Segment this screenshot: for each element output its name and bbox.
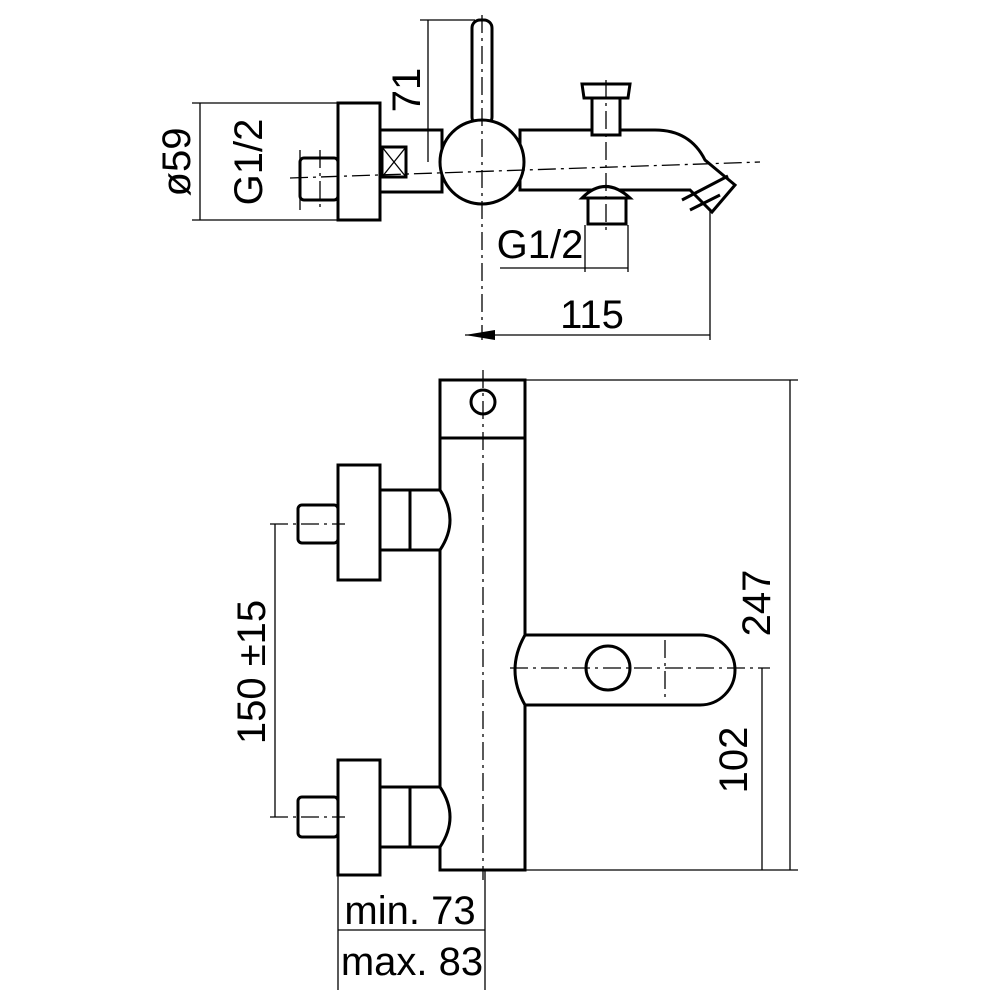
front-view: 247 102 150 ±15 min. 73 max. 83 <box>230 370 798 990</box>
upper-nut <box>378 488 412 552</box>
dim-flange-diameter: ø59 <box>155 128 199 197</box>
outlet <box>586 196 628 226</box>
dim-71: 71 <box>385 68 429 113</box>
dim-max-83: max. 83 <box>341 940 483 984</box>
connector-body <box>378 128 444 194</box>
spout <box>518 128 738 215</box>
dim-247: 247 <box>735 570 779 637</box>
dim-outlet-thread: G1/2 <box>497 223 584 267</box>
lever-handle <box>513 633 737 707</box>
lower-nut <box>378 785 412 849</box>
top-view: 71 ø59 G1/2 G1/2 115 <box>155 15 761 340</box>
upper-flange <box>336 463 382 582</box>
wall-flange <box>336 101 382 222</box>
dim-102: 102 <box>712 727 756 794</box>
inlet-connector <box>298 156 340 202</box>
dim-inlet-thread: G1/2 <box>227 119 271 206</box>
dim-115: 115 <box>560 293 624 337</box>
dim-150: 150 ±15 <box>230 600 274 744</box>
dim-min-73: min. 73 <box>344 889 475 933</box>
